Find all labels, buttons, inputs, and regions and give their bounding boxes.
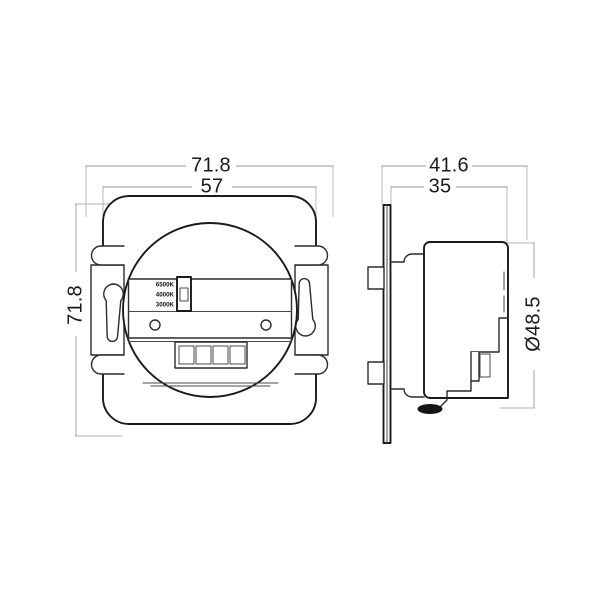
terminal-slot-3[interactable] (212, 345, 229, 365)
terminal-slots (178, 345, 246, 365)
right-keyhole-slot (295, 277, 316, 337)
front-view: 71.8 57 71.8 (64, 154, 334, 437)
dim-label-front-height: 71.8 (64, 285, 86, 325)
side-view-dimensions: 41.6 35 Ø48.5 (381, 154, 544, 409)
front-view-dimensions: 71.8 57 71.8 (64, 154, 334, 437)
cct-label-3000k: 3000K (156, 302, 175, 309)
side-tab-lower (367, 361, 385, 385)
dim-label-front-width-inner: 57 (201, 175, 224, 197)
dim-label-front-width-outer: 71.8 (191, 154, 231, 176)
dim-label-side-depth-inner: 35 (429, 175, 452, 197)
side-bezel-shoulder-upper (389, 253, 425, 263)
cct-switch-knob[interactable] (179, 287, 189, 302)
screw-hole-left[interactable] (149, 319, 161, 331)
side-view: 41.6 35 Ø48.5 (367, 154, 544, 444)
cct-label-6500k: 6500K (156, 282, 175, 289)
cct-label-4000k: 4000K (156, 292, 175, 299)
side-bezel-shoulder-lower (389, 388, 425, 398)
right-tab-upper (294, 245, 329, 266)
terminal-slot-4[interactable] (229, 345, 246, 365)
center-band (127, 278, 293, 339)
terminal-slot-2[interactable] (195, 345, 212, 365)
left-tab-upper (90, 245, 125, 266)
side-body-outline (423, 241, 509, 399)
left-tab-lower (90, 354, 125, 375)
side-terminal-nub-outline (470, 351, 480, 382)
screw-hole-right[interactable] (260, 319, 272, 331)
terminal-slot-1[interactable] (178, 345, 195, 365)
side-terminal-nub (479, 353, 491, 378)
dim-label-side-diameter: Ø48.5 (522, 296, 544, 351)
left-keyhole-slot (103, 283, 124, 343)
right-tab-lower (294, 354, 329, 375)
side-internal-step (470, 317, 509, 353)
side-tab-upper (367, 266, 385, 290)
cct-labels: 6500K 4000K 3000K (156, 282, 175, 309)
side-seal-blob (417, 404, 443, 414)
dim-label-side-depth-outer: 41.6 (429, 154, 469, 176)
